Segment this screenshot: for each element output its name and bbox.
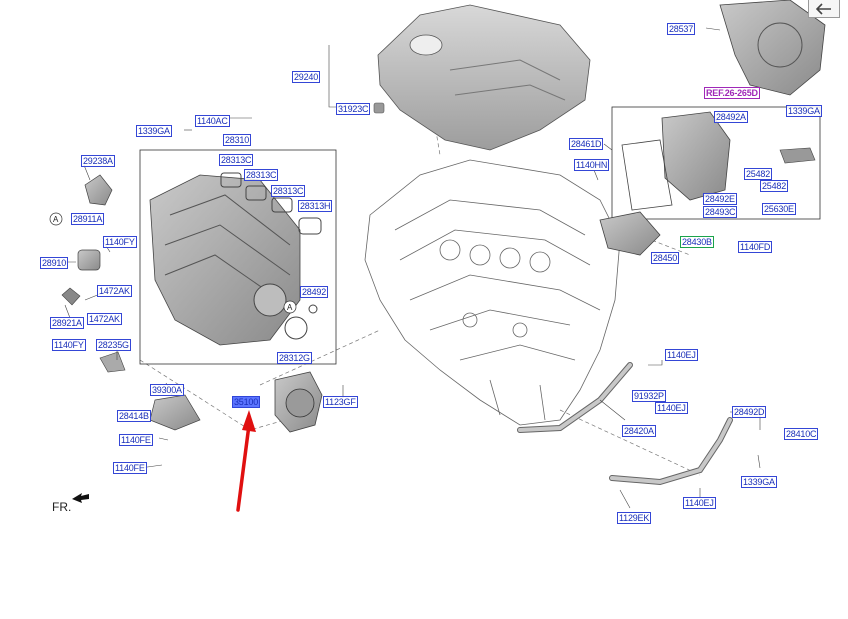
part-label-28414b[interactable]: 28414B	[117, 410, 151, 422]
part-label-1339ga-left[interactable]: 1339GA	[136, 125, 172, 137]
engine-block	[364, 159, 621, 426]
part-label-28313h[interactable]: 28313H	[298, 200, 333, 212]
part-label-28430b[interactable]: 28430B	[680, 236, 714, 248]
egr-pipes	[517, 362, 733, 486]
part-label-1129ek[interactable]: 1129EK	[617, 512, 652, 524]
turbo-housing	[719, 0, 826, 96]
part-label-1140ej-3[interactable]: 1140EJ	[683, 497, 716, 509]
intake-manifold-group	[139, 149, 337, 365]
back-button[interactable]	[808, 0, 840, 18]
part-label-29240[interactable]: 29240	[292, 71, 321, 83]
part-label-28492e[interactable]: 28492E	[703, 193, 737, 205]
part-label-28313c-2[interactable]: 28313C	[244, 169, 279, 181]
part-label-1140ej-1[interactable]: 1140EJ	[665, 349, 698, 361]
part-label-29238a[interactable]: 29238A	[81, 155, 115, 167]
part-label-28313c-1[interactable]: 28313C	[219, 154, 254, 166]
part-label-1339ga-top[interactable]: 1339GA	[786, 105, 822, 117]
part-label-28492[interactable]: 28492	[300, 286, 329, 298]
part-label-1140ac[interactable]: 1140AC	[195, 115, 230, 127]
part-label-28461d[interactable]: 28461D	[569, 138, 604, 150]
part-label-28537[interactable]: 28537	[667, 23, 696, 35]
part-label-1140fe-2[interactable]: 1140FE	[113, 462, 147, 474]
part-label-28911a[interactable]: 28911A	[71, 213, 105, 225]
reference-label[interactable]: REF.26-265D	[704, 87, 760, 99]
callout-circles	[49, 212, 297, 314]
left-small-parts	[61, 174, 201, 431]
part-label-1140fy-2[interactable]: 1140FY	[52, 339, 86, 351]
part-label-28310[interactable]: 28310	[223, 134, 252, 146]
part-label-25482-1[interactable]: 25482	[744, 168, 773, 180]
part-label-25482-2[interactable]: 25482	[760, 180, 789, 192]
part-label-1140fd[interactable]: 1140FD	[738, 241, 773, 253]
part-label-31923c[interactable]: 31923C	[336, 103, 371, 115]
egr-cooler-group	[599, 106, 821, 256]
part-label-28313c-3[interactable]: 28313C	[271, 185, 306, 197]
part-label-1472ak-2[interactable]: 1472AK	[87, 313, 122, 325]
part-label-1140hn[interactable]: 1140HN	[574, 159, 610, 171]
part-label-28312g[interactable]: 28312G	[277, 352, 312, 364]
part-label-28235g[interactable]: 28235G	[96, 339, 131, 351]
part-label-28492a[interactable]: 28492A	[714, 111, 748, 123]
part-label-91932p[interactable]: 91932P	[632, 390, 666, 402]
callout-a-left: A	[53, 215, 59, 224]
throttle-body	[274, 371, 323, 433]
part-label-39300a[interactable]: 39300A	[150, 384, 184, 396]
part-label-1472ak-1[interactable]: 1472AK	[97, 285, 132, 297]
part-label-25630e[interactable]: 25630E	[762, 203, 796, 215]
part-label-28910[interactable]: 28910	[40, 257, 69, 269]
part-label-1339ga-bottom[interactable]: 1339GA	[741, 476, 777, 488]
part-label-28492d[interactable]: 28492D	[732, 406, 767, 418]
red-pointer-arrow	[236, 410, 256, 512]
front-marker: FR.	[52, 500, 72, 514]
part-label-28493c[interactable]: 28493C	[703, 206, 738, 218]
part-label-35100-selected[interactable]: 35100	[232, 396, 261, 408]
part-label-28420a[interactable]: 28420A	[622, 425, 656, 437]
arrow-left-icon	[816, 2, 831, 15]
part-label-1140fy-1[interactable]: 1140FY	[103, 236, 137, 248]
engine-cover	[373, 4, 591, 151]
part-label-1123gf[interactable]: 1123GF	[323, 396, 358, 408]
part-label-28450[interactable]: 28450	[651, 252, 680, 264]
part-label-1140fe-1[interactable]: 1140FE	[119, 434, 153, 446]
part-label-28921a[interactable]: 28921A	[50, 317, 84, 329]
part-label-28410c[interactable]: 28410C	[784, 428, 819, 440]
arrow-icon	[72, 493, 89, 503]
part-label-1140ej-2[interactable]: 1140EJ	[655, 402, 688, 414]
callout-a-right: A	[287, 303, 293, 312]
